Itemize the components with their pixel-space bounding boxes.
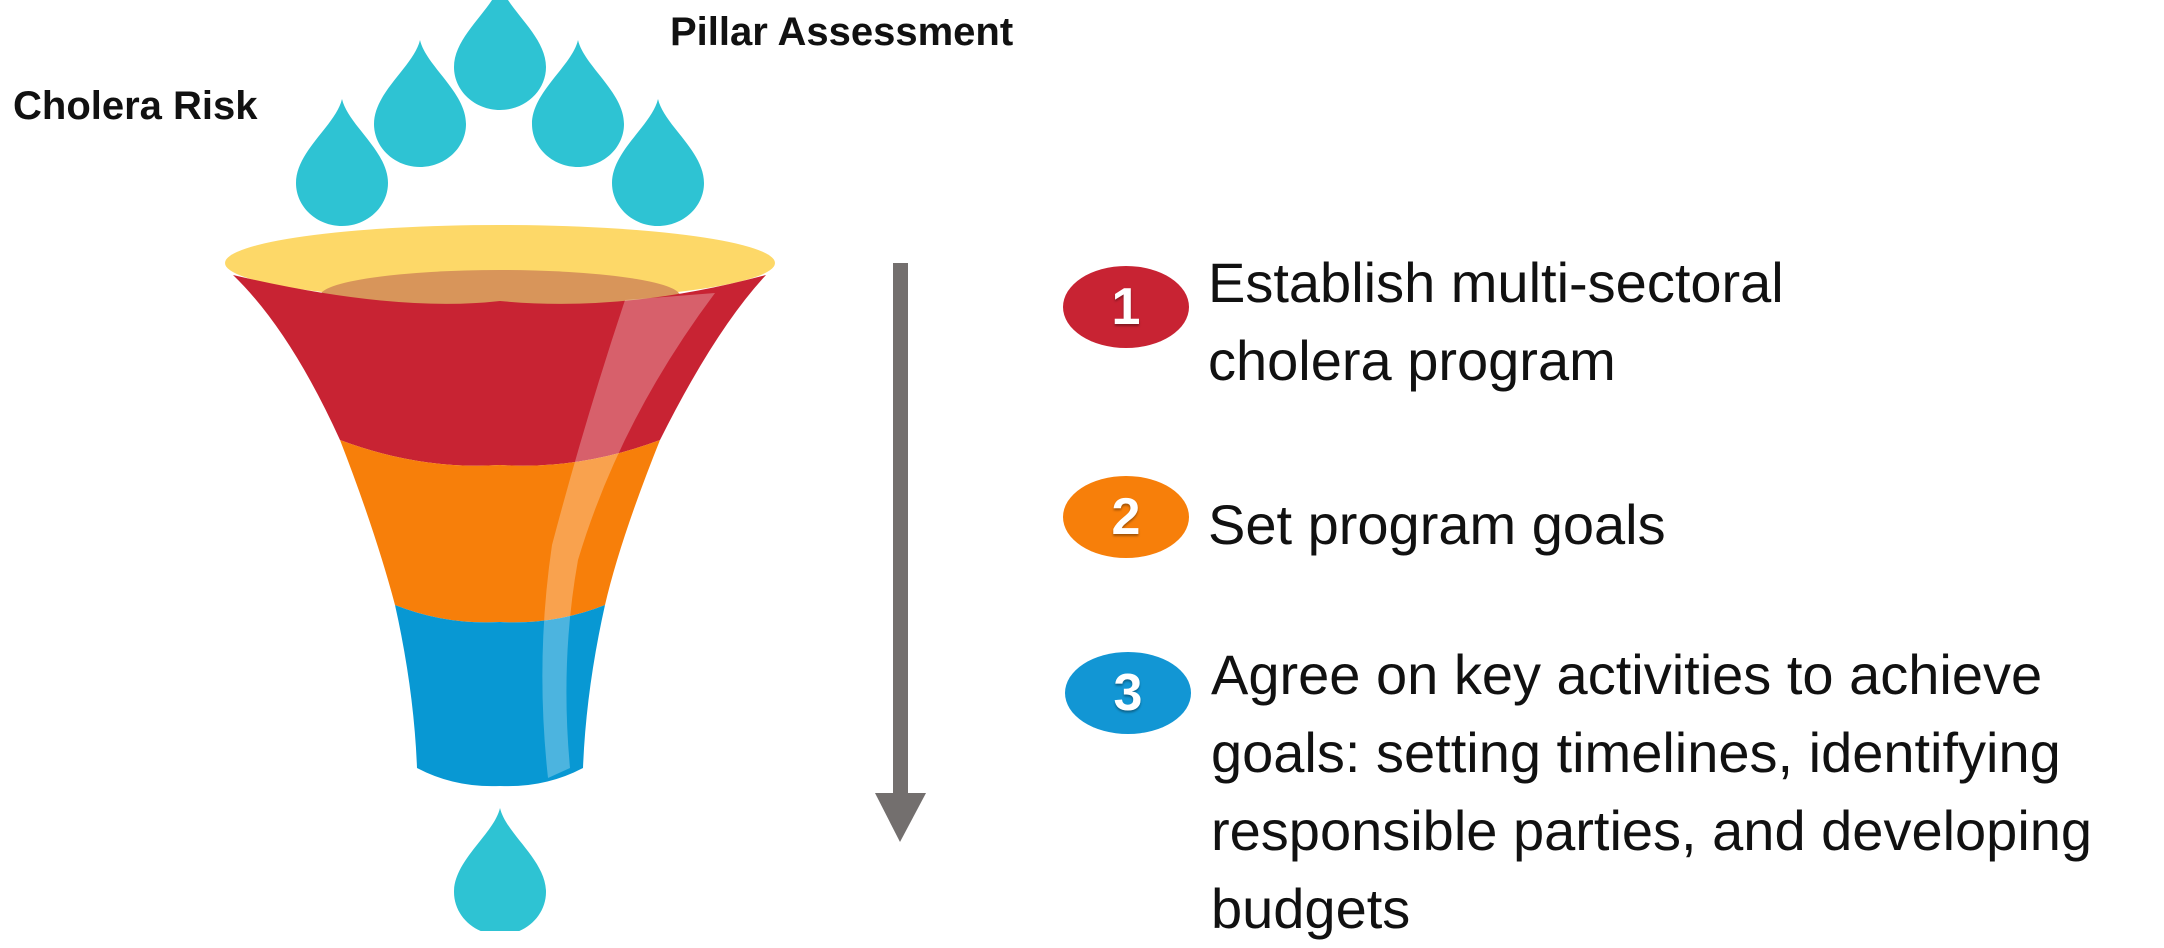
step-2-number: 2 [1111,488,1141,546]
step-2-badge: 2 [1063,476,1189,558]
funnel-band-2 [340,440,660,623]
funnel-highlight [542,293,715,778]
cholera-risk-label: Cholera Risk [13,84,258,128]
pillar-assessment-label: Pillar Assessment [670,10,1014,54]
step-3-number: 3 [1113,664,1143,722]
water-drop-icon [454,808,546,931]
down-arrow-icon [875,263,926,842]
water-drop-icon [532,40,624,167]
step-3-badge: 3 [1065,652,1191,734]
funnel-icon [225,225,775,787]
water-drop-icon [612,99,704,226]
step-1-badge: 1 [1063,266,1189,348]
step-3-text: Agree on key activities to achieve goals… [1211,643,2093,940]
funnel-band-1 [233,275,766,466]
step-1-text: Establish multi-sectoral cholera program [1208,251,1784,392]
step-1-number: 1 [1111,278,1141,336]
water-drop-icon [296,99,388,226]
water-drop-icon [454,0,546,110]
step-2-text: Set program goals [1208,493,1666,556]
water-drop-icon [374,40,466,167]
funnel-band-3 [395,605,605,787]
